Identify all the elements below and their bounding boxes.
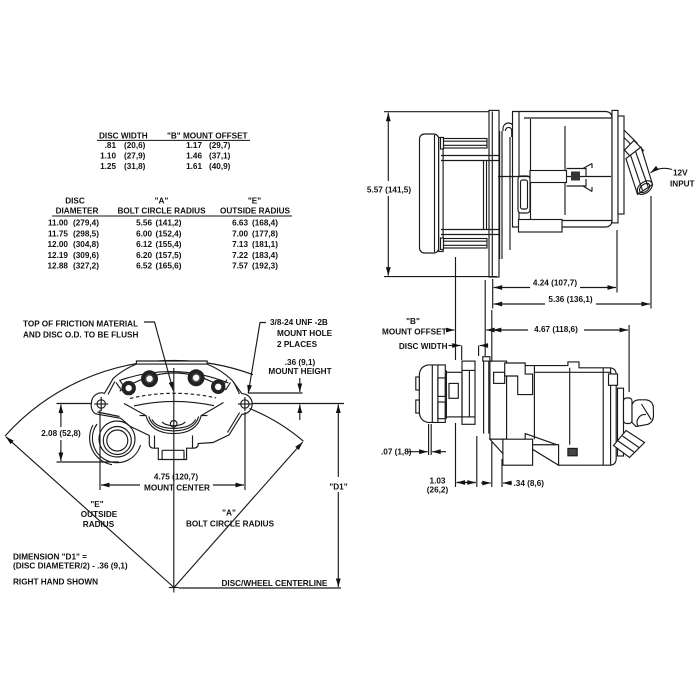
svg-text:(DISC DIAMETER/2) - .36 (9,1): (DISC DIAMETER/2) - .36 (9,1): [13, 562, 128, 571]
svg-text:1.03: 1.03: [430, 477, 446, 486]
svg-text:4.67 (118,6): 4.67 (118,6): [534, 325, 578, 334]
svg-text:4.24 (107,7): 4.24 (107,7): [533, 279, 577, 288]
svg-text:2.08 (52,8): 2.08 (52,8): [41, 429, 81, 438]
svg-text:.07 (1,8): .07 (1,8): [381, 448, 412, 457]
svg-text:INPUT: INPUT: [670, 180, 695, 189]
svg-text:5.57 (141,5): 5.57 (141,5): [367, 186, 411, 195]
svg-text:12V: 12V: [673, 169, 688, 178]
svg-text:RADIUS: RADIUS: [83, 520, 115, 529]
svg-text:MOUNT HEIGHT: MOUNT HEIGHT: [268, 367, 331, 376]
svg-text:(298,5): (298,5): [73, 229, 99, 238]
svg-text:DIMENSION "D1" =: DIMENSION "D1" =: [13, 553, 87, 562]
svg-text:(141,2): (141,2): [156, 219, 182, 228]
svg-text:1.10: 1.10: [100, 152, 116, 161]
svg-text:MOUNT HOLE: MOUNT HOLE: [277, 329, 333, 338]
svg-text:BOLT CIRCLE RADIUS: BOLT CIRCLE RADIUS: [186, 520, 275, 529]
svg-text:6.52: 6.52: [136, 262, 152, 271]
svg-text:.36 (9,1): .36 (9,1): [285, 358, 316, 367]
svg-text:12.88: 12.88: [48, 262, 69, 271]
svg-text:3/8-24 UNF -2B: 3/8-24 UNF -2B: [270, 318, 328, 327]
svg-text:"E": "E": [90, 500, 103, 509]
svg-text:RIGHT HAND SHOWN: RIGHT HAND SHOWN: [13, 578, 98, 587]
svg-text:4.75 (120,7): 4.75 (120,7): [154, 473, 198, 482]
svg-text:7.13: 7.13: [232, 240, 248, 249]
svg-text:(37,1): (37,1): [209, 152, 231, 161]
svg-text:6.20: 6.20: [136, 251, 152, 260]
svg-text:(29,7): (29,7): [209, 141, 231, 150]
svg-text:(20,6): (20,6): [124, 141, 146, 150]
svg-text:7.00: 7.00: [232, 229, 248, 238]
svg-text:6.63: 6.63: [232, 219, 248, 228]
svg-text:DIAMETER: DIAMETER: [56, 207, 99, 216]
svg-text:MOUNT OFFSET: MOUNT OFFSET: [382, 328, 447, 337]
svg-text:(168,4): (168,4): [252, 219, 278, 228]
svg-text:(279,4): (279,4): [73, 219, 99, 228]
svg-text:OUTSIDE RADIUS: OUTSIDE RADIUS: [220, 207, 291, 216]
svg-text:6.00: 6.00: [136, 229, 152, 238]
svg-text:5.36 (136,1): 5.36 (136,1): [548, 295, 592, 304]
svg-text:DISC WIDTH: DISC WIDTH: [99, 131, 148, 140]
svg-text:"D1": "D1": [329, 483, 347, 492]
svg-text:(181,1): (181,1): [252, 240, 278, 249]
svg-text:1.25: 1.25: [100, 162, 116, 171]
svg-text:.81: .81: [105, 141, 117, 150]
svg-text:MOUNT CENTER: MOUNT CENTER: [144, 484, 210, 493]
svg-text:(40,9): (40,9): [209, 162, 231, 171]
svg-text:12.00: 12.00: [48, 240, 69, 249]
svg-text:BOLT CIRCLE RADIUS: BOLT CIRCLE RADIUS: [117, 207, 206, 216]
svg-text:(155,4): (155,4): [156, 240, 182, 249]
svg-text:"B" MOUNT OFFSET: "B" MOUNT OFFSET: [167, 131, 248, 140]
svg-text:(309,6): (309,6): [73, 251, 99, 260]
svg-text:(192,3): (192,3): [252, 262, 278, 271]
svg-text:TOP OF FRICTION MATERIAL: TOP OF FRICTION MATERIAL: [23, 320, 138, 329]
svg-text:12.19: 12.19: [48, 251, 69, 260]
svg-text:7.22: 7.22: [232, 251, 248, 260]
svg-text:(26,2): (26,2): [427, 486, 449, 495]
svg-text:1.46: 1.46: [186, 152, 202, 161]
svg-text:DISC/WHEEL CENTERLINE: DISC/WHEEL CENTERLINE: [222, 579, 328, 588]
svg-text:11.75: 11.75: [48, 229, 68, 238]
svg-text:(177,8): (177,8): [252, 229, 278, 238]
svg-text:(165,6): (165,6): [156, 262, 182, 271]
svg-text:7.57: 7.57: [232, 262, 248, 271]
svg-text:1.17: 1.17: [186, 141, 202, 150]
svg-text:DISC: DISC: [65, 197, 85, 206]
svg-text:1.61: 1.61: [186, 162, 202, 171]
svg-text:"A": "A": [222, 509, 236, 518]
svg-text:(152,4): (152,4): [156, 229, 182, 238]
svg-text:(31,8): (31,8): [124, 162, 146, 171]
svg-text:2 PLACES: 2 PLACES: [277, 340, 318, 349]
svg-text:(304,8): (304,8): [73, 240, 99, 249]
svg-text:(27,9): (27,9): [124, 152, 146, 161]
svg-text:(157,5): (157,5): [156, 251, 182, 260]
svg-text:(183,4): (183,4): [252, 251, 278, 260]
svg-text:6.12: 6.12: [136, 240, 152, 249]
svg-text:"A": "A": [155, 197, 169, 206]
svg-text:"B": "B": [406, 317, 420, 326]
svg-text:"E": "E": [248, 197, 261, 206]
svg-text:OUTSIDE: OUTSIDE: [81, 510, 118, 519]
svg-text:11.00: 11.00: [48, 219, 68, 228]
svg-text:(327,2): (327,2): [73, 262, 99, 271]
svg-text:DISC WIDTH: DISC WIDTH: [399, 342, 448, 351]
svg-text:AND DISC O.D. TO BE FLUSH: AND DISC O.D. TO BE FLUSH: [23, 331, 138, 340]
svg-text:.34 (8,6): .34 (8,6): [514, 479, 545, 488]
svg-text:5.56: 5.56: [136, 219, 152, 228]
